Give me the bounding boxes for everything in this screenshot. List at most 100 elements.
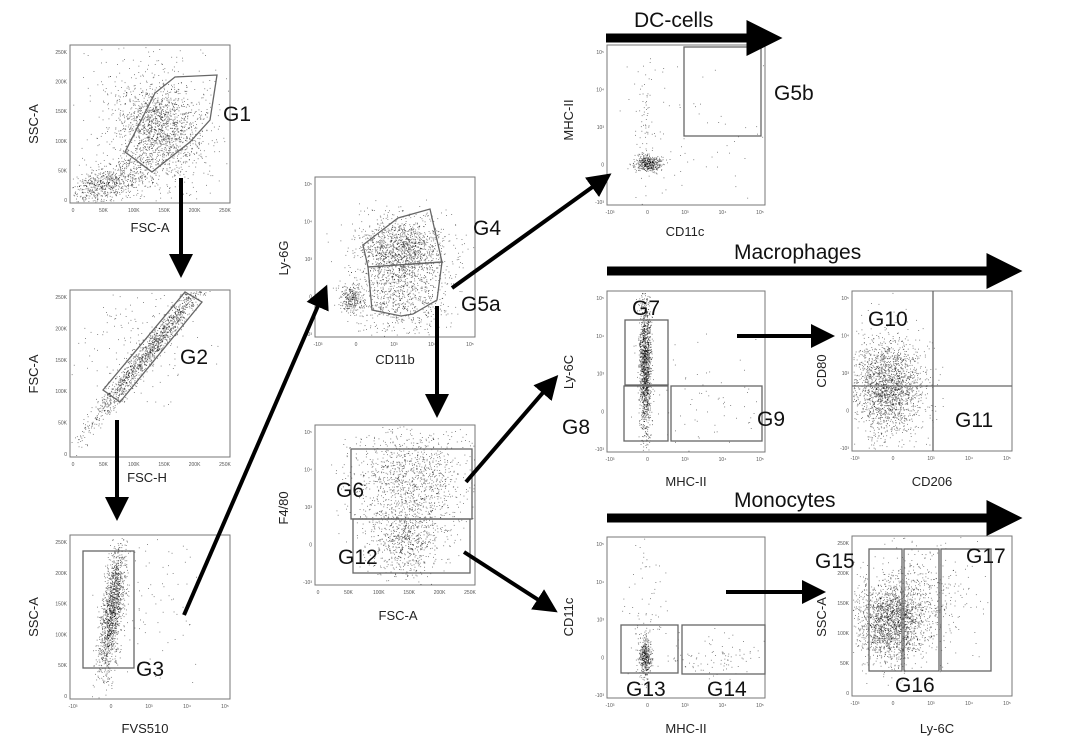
event-dot xyxy=(113,594,115,596)
event-dot xyxy=(187,104,188,105)
event-dot xyxy=(150,360,152,362)
event-dot xyxy=(110,630,112,631)
event-dot xyxy=(137,189,139,191)
event-dot xyxy=(155,335,157,337)
event-dot xyxy=(169,192,171,193)
event-dot xyxy=(154,337,156,339)
event-dot xyxy=(147,137,148,139)
event-dot xyxy=(171,306,172,308)
event-dot xyxy=(107,677,109,679)
event-dot xyxy=(173,107,175,109)
event-dot xyxy=(148,163,150,165)
event-dot xyxy=(115,189,117,190)
event-dot xyxy=(146,144,148,145)
event-dot xyxy=(169,142,171,144)
event-dot xyxy=(101,49,103,51)
event-dot xyxy=(108,597,110,599)
event-dot xyxy=(165,93,167,95)
event-dot xyxy=(182,127,184,129)
event-dot xyxy=(198,114,200,116)
event-dot xyxy=(88,189,90,191)
event-dot xyxy=(148,116,150,118)
event-dot xyxy=(112,539,113,541)
event-dot xyxy=(170,327,172,329)
event-dot xyxy=(107,93,108,95)
event-dot xyxy=(150,112,152,113)
event-dot xyxy=(110,632,112,634)
event-dot xyxy=(155,151,156,153)
event-dot xyxy=(105,657,107,659)
event-dot xyxy=(158,343,160,345)
event-dot xyxy=(115,195,117,196)
event-dot xyxy=(125,548,127,550)
event-dot xyxy=(134,97,136,99)
event-dot xyxy=(112,586,114,588)
event-dot xyxy=(156,148,158,150)
event-dot xyxy=(152,353,153,355)
event-dot xyxy=(91,427,92,429)
event-dot xyxy=(81,192,83,194)
event-dot xyxy=(142,347,144,348)
event-dot xyxy=(176,314,177,316)
event-dot xyxy=(120,577,122,579)
event-dot xyxy=(173,315,174,316)
event-dot xyxy=(104,637,106,639)
event-dot xyxy=(155,150,157,151)
event-dot xyxy=(145,71,146,73)
event-dot xyxy=(116,593,118,594)
event-dot xyxy=(108,553,110,555)
event-dot xyxy=(129,160,131,162)
event-dot xyxy=(137,334,139,336)
event-dot xyxy=(181,307,182,309)
event-dot xyxy=(119,608,121,609)
event-dot xyxy=(177,90,179,92)
event-dot xyxy=(206,130,208,132)
event-dot xyxy=(86,139,88,141)
event-dot xyxy=(161,118,162,120)
event-dot xyxy=(171,323,173,325)
event-dot xyxy=(89,175,91,177)
event-dot xyxy=(109,412,111,414)
event-dot xyxy=(115,629,117,631)
event-dot xyxy=(162,325,164,327)
event-dot xyxy=(125,168,127,170)
event-dot xyxy=(151,115,153,116)
event-dot xyxy=(110,171,112,173)
event-dot xyxy=(145,147,146,148)
event-dot xyxy=(135,148,136,149)
event-dot xyxy=(136,356,138,357)
event-dot xyxy=(108,663,109,665)
event-dot xyxy=(81,174,83,175)
event-dot xyxy=(108,670,110,672)
event-dot xyxy=(152,356,154,358)
event-dot xyxy=(135,369,136,371)
event-dot xyxy=(124,388,126,390)
event-dot xyxy=(103,663,105,665)
event-dot xyxy=(156,108,158,110)
event-dot xyxy=(110,634,112,636)
event-dot xyxy=(190,102,192,104)
event-dot xyxy=(89,191,91,192)
event-dot xyxy=(116,193,117,195)
event-dot xyxy=(196,124,197,125)
event-dot xyxy=(132,366,134,367)
event-dot xyxy=(101,642,102,644)
event-dot xyxy=(91,183,93,184)
event-dot xyxy=(148,112,149,113)
event-dot xyxy=(156,347,158,349)
event-dot xyxy=(138,359,140,360)
event-dot xyxy=(148,137,150,138)
event-dot xyxy=(147,136,149,138)
event-dot xyxy=(136,354,138,356)
event-dot xyxy=(149,132,151,134)
event-dot xyxy=(117,397,119,398)
event-dot xyxy=(148,360,150,362)
event-dot xyxy=(159,125,160,126)
event-dot xyxy=(176,318,178,320)
event-dot xyxy=(115,95,116,97)
event-dot xyxy=(126,162,127,163)
event-dot xyxy=(101,617,103,619)
event-dot xyxy=(97,195,99,197)
event-dot xyxy=(130,363,132,364)
event-dot xyxy=(156,339,158,340)
